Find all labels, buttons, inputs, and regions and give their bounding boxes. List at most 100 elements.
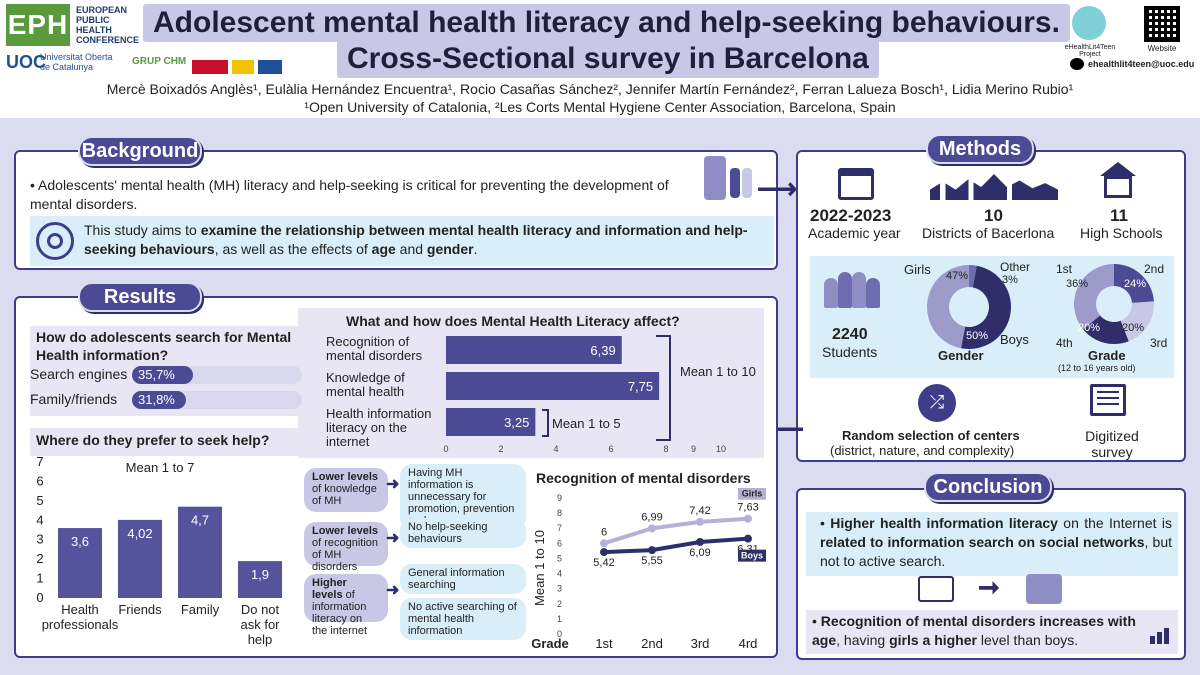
rec-point-label: 5,42: [593, 557, 614, 569]
help-ytick: 2: [36, 551, 43, 566]
grade-4th-pct: 20%: [1078, 322, 1101, 334]
school-icon: [1100, 162, 1136, 200]
level-cause: Lower levels of knowledge of MH: [304, 468, 388, 512]
conclusion-tab: Conclusion: [924, 472, 1052, 502]
survey-label: Digitized survey: [1085, 428, 1139, 460]
project-label: eHealthLit4Teen Project: [1064, 44, 1116, 58]
help-bar-label: 3,6: [71, 534, 89, 549]
rec-point: [648, 524, 656, 533]
laptop-survey-icon: [1090, 384, 1126, 416]
gender-boys-label: Boys: [1000, 332, 1029, 347]
gender-girls-label: Girls: [904, 262, 931, 277]
help-subtitle: Mean 1 to 7: [126, 460, 195, 475]
rec-ytick: 9: [557, 493, 562, 503]
browser-search-icon: [918, 576, 954, 602]
methods-panel: 2022-2023 Academic year 10 Districts of …: [796, 150, 1186, 462]
gender-other-pct: 3%: [1002, 274, 1018, 286]
level-head: Lower levels: [312, 525, 379, 537]
level-arrow-icon: ➜: [386, 582, 400, 599]
grade-1st-label: 1st: [1056, 262, 1073, 276]
level-outcome: No help-seeking behaviours: [400, 518, 526, 548]
donut-slice-boys: [961, 265, 1011, 349]
growth-chart-icon: [1148, 620, 1174, 646]
rec-point-label: 7,63: [737, 502, 758, 514]
rec-ytick: 5: [557, 553, 562, 563]
grade-4th-label: 4th: [1056, 336, 1073, 350]
mhl-bar-label: 3,25: [504, 415, 529, 430]
random-sub: (district, nature, and complexity): [830, 443, 1015, 458]
background-bullet-text: Adolescents' mental health (MH) literacy…: [30, 177, 669, 212]
prtr-logo: [232, 60, 254, 74]
background-tab: Background: [78, 136, 202, 166]
conclusion-box-2: • Recognition of mental disorders increa…: [806, 610, 1178, 654]
rec-ytick: 0: [557, 629, 562, 639]
search-item-track: 35,7%: [132, 366, 302, 384]
mhl-bar-label: 7,75: [628, 379, 653, 394]
mhl-xtick: 2: [498, 444, 503, 454]
level-outcome: General information searching: [400, 564, 526, 594]
search-item-label: Search engines: [30, 366, 128, 382]
rec-point: [600, 539, 608, 548]
level-outcome-2: No active searching of mental health inf…: [400, 598, 526, 640]
rec-point: [744, 534, 752, 543]
grade-3rd-pct: 20%: [1122, 322, 1145, 334]
help-ytick: 7: [36, 456, 43, 469]
mhl-xtick: 10: [716, 444, 726, 454]
grade-label: Grade: [1088, 348, 1126, 363]
rec-xtick: 2nd: [641, 636, 663, 651]
students-group-icon: [824, 268, 880, 312]
donut-slice-4th: [1083, 315, 1129, 344]
mhl-xtick: 6: [608, 444, 613, 454]
donut-slice-2nd: [1114, 264, 1154, 303]
rec-point: [696, 537, 704, 546]
gender-boys-pct: 50%: [966, 330, 989, 342]
email-link[interactable]: ehealthlit4teen@uoc.edu: [1088, 59, 1195, 69]
students-label: Students: [822, 344, 878, 360]
level-rest: of recognition of MH disorders: [312, 537, 379, 573]
rec-series-line-boys: [603, 536, 749, 555]
help-bar-label: 4,7: [191, 513, 209, 528]
background-panel: • Adolescents' mental health (MH) litera…: [14, 150, 778, 270]
year-value: 2022-2023: [810, 206, 892, 225]
help-category-label: Family: [181, 602, 220, 617]
schools-value: 11: [1110, 206, 1128, 225]
help-title-box: Where do they prefer to seek help?: [30, 428, 304, 456]
rec-ytick: 2: [557, 599, 562, 609]
qr-code-icon[interactable]: [1144, 6, 1180, 42]
mhl-bar: [446, 408, 536, 436]
grade-sub: (12 to 16 years old): [1058, 363, 1136, 373]
mhl-xtick: 8: [663, 444, 668, 454]
donut-slice-girls: [926, 265, 969, 349]
header: EPH EUROPEAN PUBLIC HEALTH CONFERENCE UO…: [0, 0, 1200, 118]
mhl-xtick: 4: [553, 444, 558, 454]
barcelona-skyline-icon: [930, 174, 1058, 200]
mhl-xtick: 0: [443, 444, 448, 454]
chm-logo: GRUP CHM: [132, 56, 187, 67]
year-label: Academic year: [808, 225, 901, 241]
results-panel: How do adolescents search for Mental Hea…: [14, 296, 778, 658]
help-category-label: Friends: [118, 602, 162, 617]
rec-point: [744, 514, 752, 523]
grade-2nd-pct: 24%: [1124, 278, 1147, 290]
donut-slice-1st: [1074, 264, 1114, 330]
rec-point-label: 6,99: [641, 511, 662, 523]
website-label: Website: [1147, 44, 1177, 53]
level-cause: Lower levels of recognition of MH disord…: [304, 522, 388, 573]
help-ytick: 0: [36, 590, 43, 605]
donut-slice-3rd: [1120, 301, 1154, 342]
background-bullet: • Adolescents' mental health (MH) litera…: [30, 177, 669, 212]
rec-ylabel: Mean 1 to 10: [532, 530, 547, 606]
gender-other-label: Other: [1000, 260, 1031, 274]
social-network-icon: [1026, 574, 1062, 604]
gender-girls-pct: 47%: [946, 270, 969, 282]
conclusion-text-1: • Higher health information literacy on …: [820, 515, 1172, 569]
help-bar: [118, 519, 162, 598]
aim-box: This study aims to examine the relations…: [30, 216, 774, 266]
grade-1st-pct: 36%: [1066, 278, 1089, 290]
arrow-right-small-icon: ➞: [978, 572, 1000, 602]
project-logo-icon: [1072, 6, 1106, 40]
rec-xtick: 3rd: [691, 636, 710, 651]
mhl-bracket-1-10: [656, 335, 671, 441]
